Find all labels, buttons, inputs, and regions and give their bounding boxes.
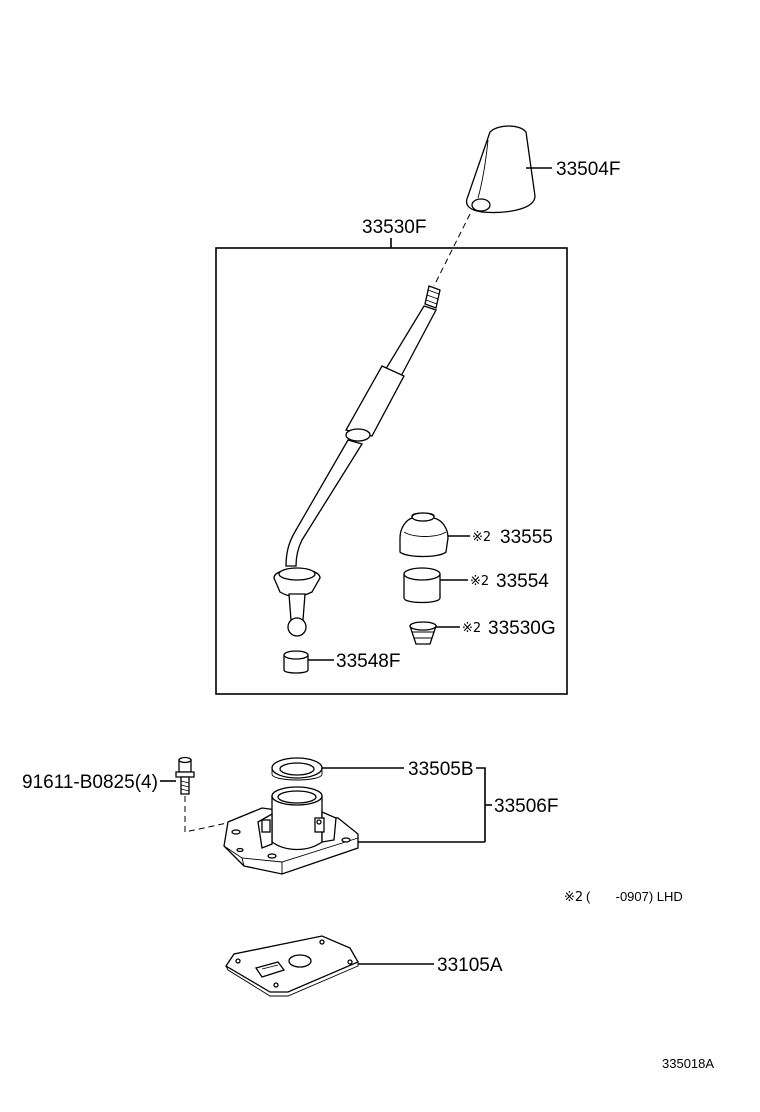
diagram-id: 335018A (662, 1056, 714, 1071)
knob-part-number[interactable]: 33504F (556, 159, 620, 180)
seat-33548F[interactable] (283, 650, 309, 674)
bolt-91611[interactable] (175, 756, 195, 795)
boot-mark: ※2 (472, 530, 491, 545)
housing-part-number[interactable]: 33506F (494, 796, 558, 817)
plate-part-number[interactable]: 33105A (437, 955, 503, 976)
boot-33555[interactable] (399, 512, 449, 558)
shift-knob[interactable] (465, 125, 536, 214)
seat-part-number[interactable]: 33548F (336, 651, 400, 672)
spring-33530G[interactable] (409, 621, 437, 645)
bushing-mark: ※2 (470, 574, 489, 589)
spring-part-number[interactable]: 33530G (488, 618, 556, 639)
shift-lever[interactable] (273, 285, 441, 637)
bolt-part-number[interactable]: 91611-B0825(4) (22, 772, 158, 793)
lever-assy-frame (215, 247, 568, 695)
housing-bracket (476, 767, 486, 842)
lever-assy-part-number[interactable]: 33530F (362, 217, 426, 238)
bushing-part-number[interactable]: 33554 (496, 571, 549, 592)
housing-33506F[interactable] (223, 786, 359, 875)
bushing-33554[interactable] (403, 567, 441, 604)
spring-mark: ※2 (462, 621, 481, 636)
footnote-mark: ※2 (564, 890, 583, 905)
plate-33105A[interactable] (225, 935, 359, 997)
bolt-dash-line (184, 796, 233, 833)
seal-part-number[interactable]: 33505B (408, 759, 474, 780)
retainer-seal-33505B[interactable] (271, 757, 323, 781)
boot-part-number[interactable]: 33555 (500, 527, 553, 548)
footnote-text: ( -0907) LHD (586, 889, 683, 904)
knob-dash-line (433, 213, 471, 287)
